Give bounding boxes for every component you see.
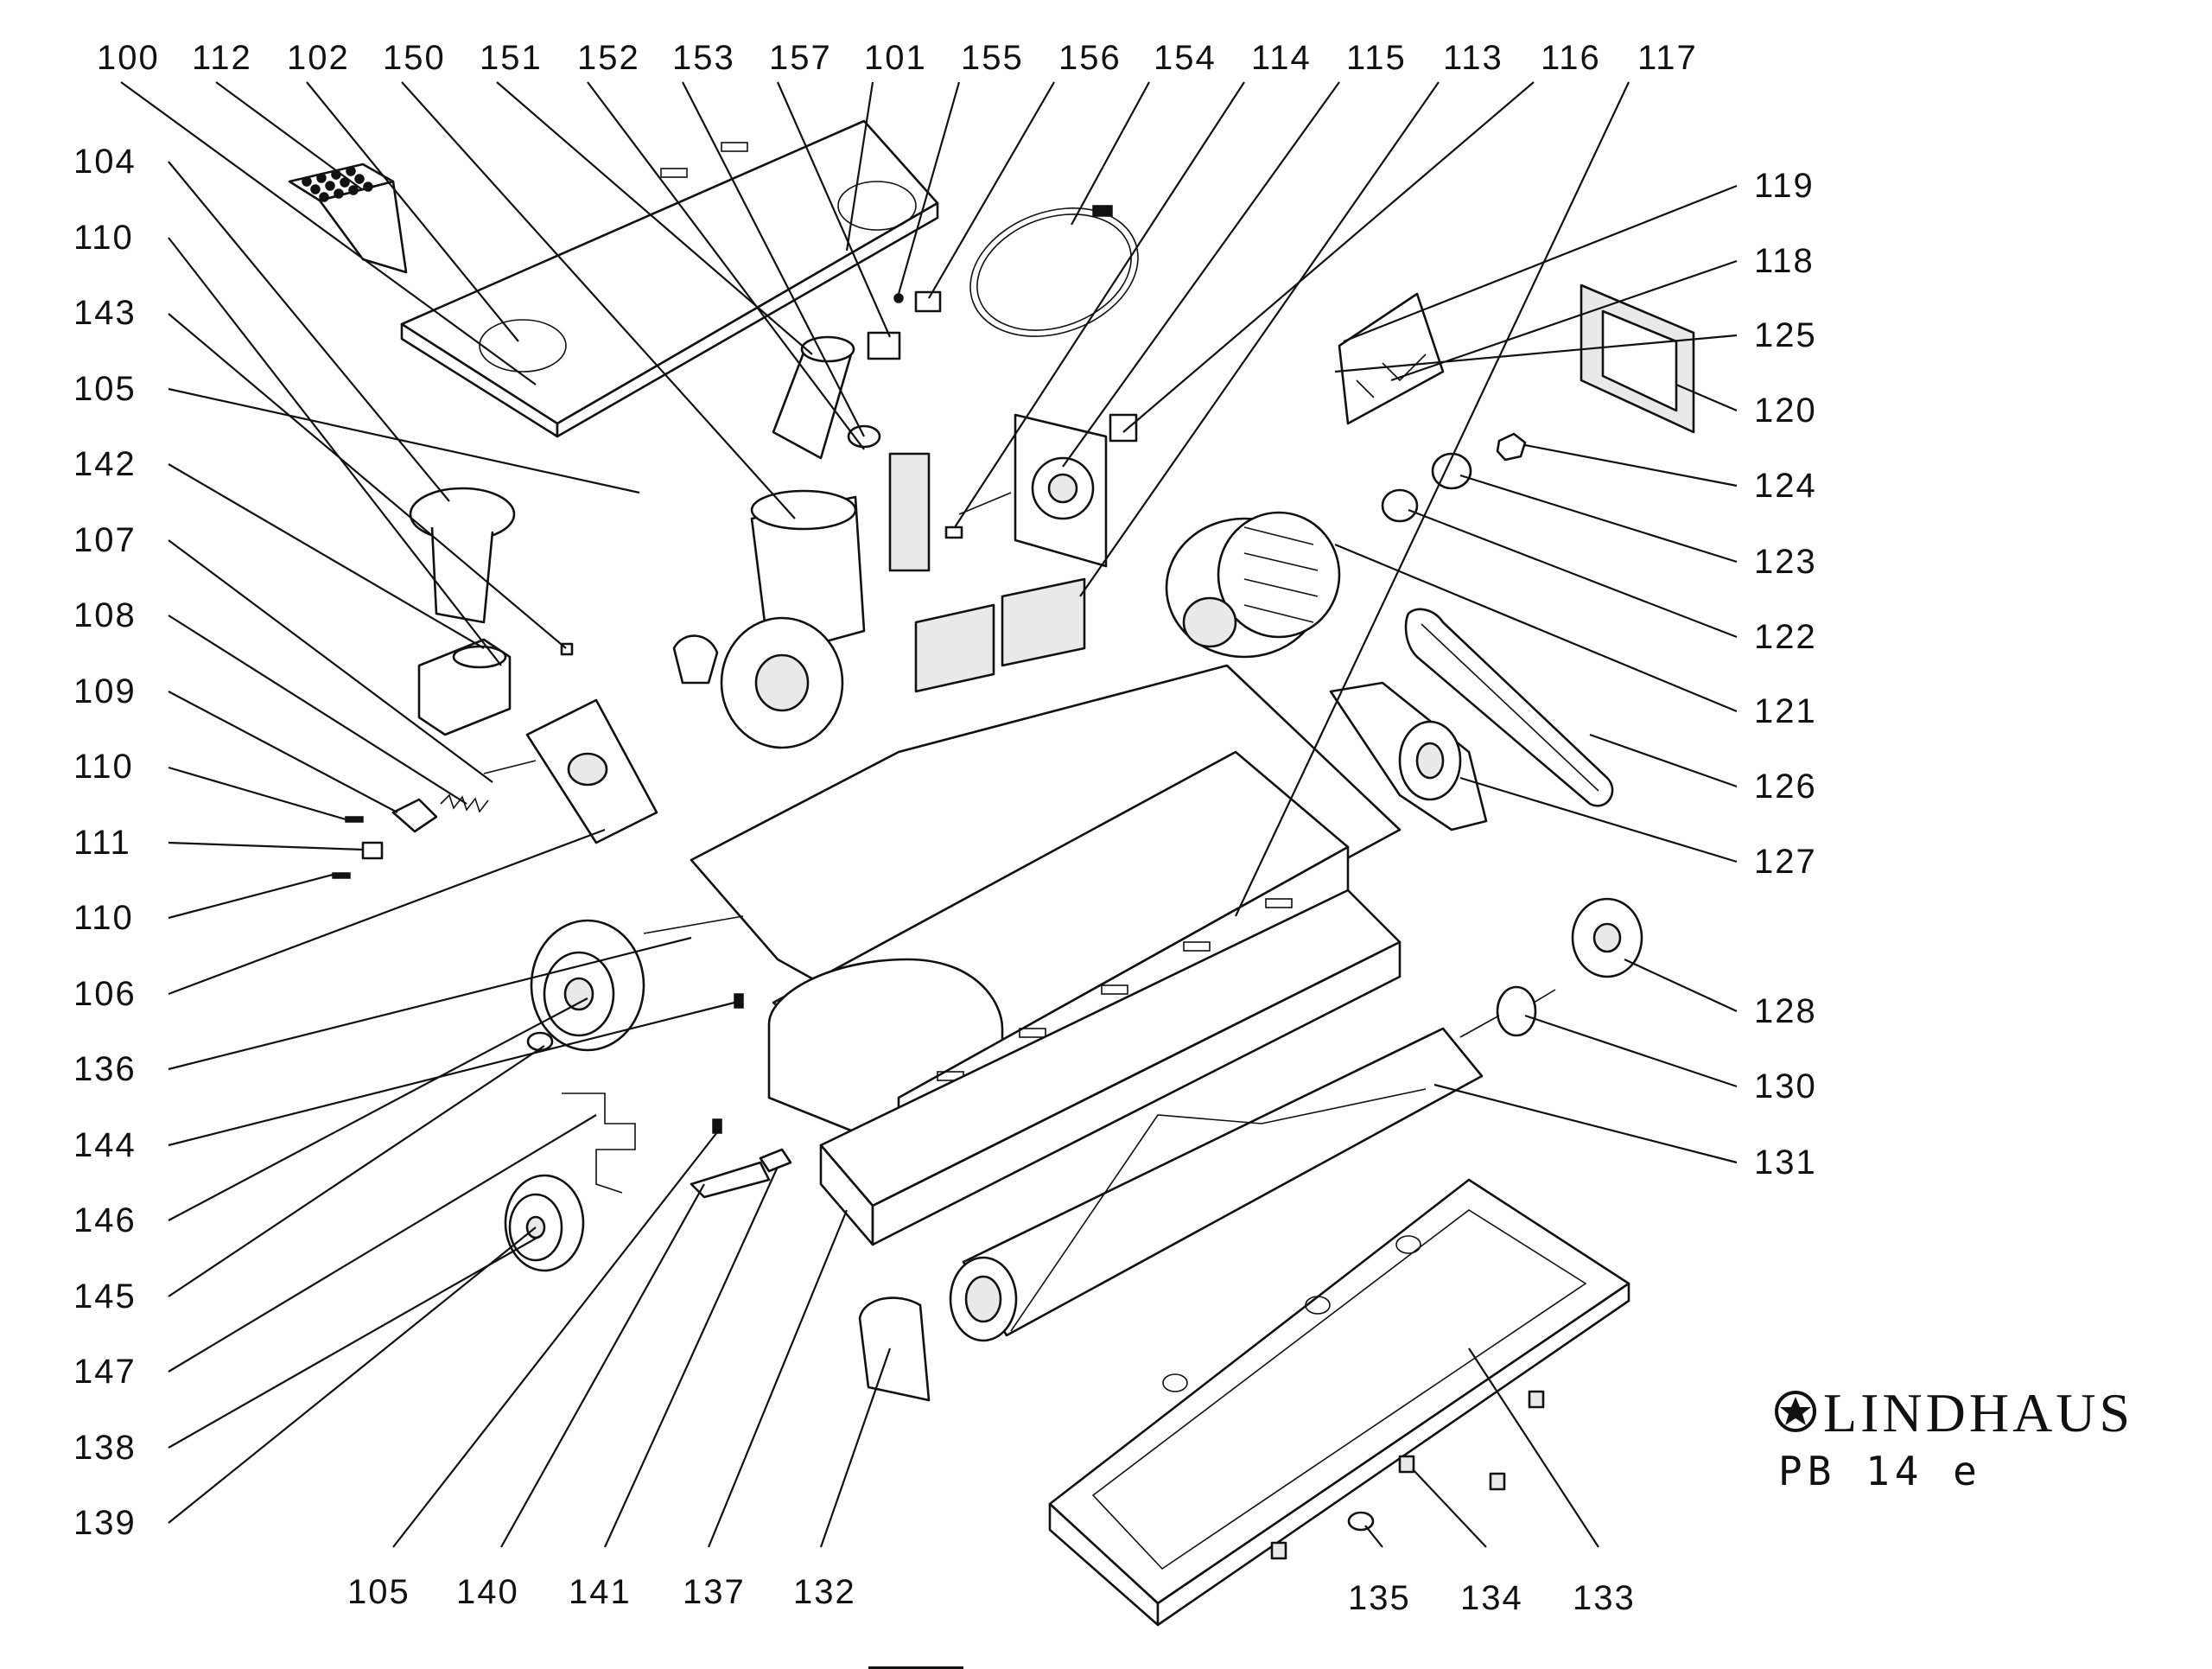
label-top-2: 102 xyxy=(287,39,350,77)
filter-parts xyxy=(914,577,1086,693)
label-left-12: 136 xyxy=(73,1050,137,1088)
motor-holder-part xyxy=(944,413,1138,568)
label-left-13: 144 xyxy=(73,1126,137,1164)
label-top-6: 153 xyxy=(672,39,735,77)
bottom-tray-part xyxy=(819,889,1402,1246)
model-name: PB 14 e xyxy=(1778,1448,1982,1494)
label-right-12: 131 xyxy=(1754,1143,1817,1182)
label-top-7: 157 xyxy=(769,39,832,77)
label-left-7: 109 xyxy=(73,672,137,710)
label-top-14: 113 xyxy=(1443,39,1503,77)
pulley-bracket-part xyxy=(1329,681,1488,831)
drive-belt-part xyxy=(1404,608,1614,807)
label-bottom-3: 137 xyxy=(683,1573,746,1611)
label-left-18: 139 xyxy=(73,1504,137,1542)
label-left-6: 108 xyxy=(73,596,137,634)
label-top-11: 154 xyxy=(1154,39,1217,77)
label-right-3: 120 xyxy=(1754,392,1817,430)
power-cord-part xyxy=(867,205,1139,360)
label-left-8: 110 xyxy=(73,748,134,786)
latch-parts xyxy=(332,793,489,879)
brush-pulley-part xyxy=(1571,897,1643,978)
label-right-1: 118 xyxy=(1754,242,1815,280)
base-plate-part xyxy=(1048,1178,1630,1627)
brand-block: LINDHAUS PB 14 e xyxy=(1775,1382,2133,1494)
label-bottom-7: 133 xyxy=(1573,1579,1636,1617)
parts-drawing xyxy=(288,119,1695,1627)
label-left-2: 143 xyxy=(73,294,137,332)
label-right-8: 126 xyxy=(1754,768,1817,806)
label-right-11: 130 xyxy=(1754,1067,1817,1105)
label-left-17: 138 xyxy=(73,1429,137,1467)
left-small-parts xyxy=(409,487,719,736)
label-bottom-5: 135 xyxy=(1348,1579,1411,1617)
label-bottom-4: 132 xyxy=(793,1573,856,1611)
part-number-labels: 100 112 102 150 151 152 153 157 101 155 … xyxy=(73,39,1817,1617)
label-left-15: 145 xyxy=(73,1277,137,1315)
label-bottom-0: 105 xyxy=(347,1573,410,1611)
gear-cover-plate-part xyxy=(483,698,658,844)
label-right-10: 128 xyxy=(1754,992,1817,1030)
label-top-16: 117 xyxy=(1637,39,1698,77)
label-left-14: 146 xyxy=(73,1201,137,1239)
label-right-0: 119 xyxy=(1754,167,1815,205)
brush-roll-part xyxy=(949,1027,1484,1342)
axle-part xyxy=(562,1092,636,1194)
scan-mark xyxy=(868,1666,963,1669)
label-right-6: 122 xyxy=(1754,618,1817,656)
label-left-4: 142 xyxy=(73,445,137,483)
brush-shaft-part xyxy=(1459,985,1556,1038)
label-top-12: 114 xyxy=(1251,39,1312,77)
label-bottom-6: 134 xyxy=(1460,1579,1523,1617)
rear-wheel-part xyxy=(526,915,744,1052)
label-left-5: 107 xyxy=(73,521,137,559)
label-top-10: 156 xyxy=(1058,39,1122,77)
label-top-3: 150 xyxy=(383,39,446,77)
label-right-5: 123 xyxy=(1754,543,1817,581)
label-top-13: 115 xyxy=(1346,39,1407,77)
label-right-7: 121 xyxy=(1754,692,1817,730)
circuit-board-part xyxy=(1338,292,1445,425)
brand-name: LINDHAUS xyxy=(1823,1382,2133,1443)
label-bottom-2: 141 xyxy=(569,1573,632,1611)
fan-frame-part xyxy=(1580,283,1695,434)
label-left-0: 104 xyxy=(73,143,137,181)
label-left-9: 111 xyxy=(73,824,131,862)
label-top-9: 155 xyxy=(961,39,1024,77)
label-top-4: 151 xyxy=(480,39,543,77)
swivel-neck-part xyxy=(720,335,931,749)
label-top-5: 152 xyxy=(577,39,640,77)
end-cap-part xyxy=(858,1296,931,1402)
leader-lines xyxy=(120,81,1738,1548)
gear-small-parts xyxy=(1381,432,1527,523)
label-left-1: 110 xyxy=(73,219,134,257)
label-top-8: 101 xyxy=(864,39,927,77)
label-left-16: 147 xyxy=(73,1353,137,1391)
label-left-10: 110 xyxy=(73,899,134,937)
label-right-2: 125 xyxy=(1754,316,1817,354)
label-top-1: 112 xyxy=(192,39,252,77)
label-left-3: 105 xyxy=(73,370,137,408)
motor-part xyxy=(1165,511,1341,659)
top-cover-part xyxy=(400,119,939,438)
screw-parts xyxy=(1270,1390,1545,1560)
label-right-9: 127 xyxy=(1754,843,1817,881)
star-in-circle-icon xyxy=(1775,1391,1816,1432)
front-wheel-part xyxy=(504,1174,585,1272)
label-right-4: 124 xyxy=(1754,467,1817,505)
label-top-0: 100 xyxy=(97,39,160,77)
label-left-11: 106 xyxy=(73,975,137,1013)
label-bottom-1: 140 xyxy=(456,1573,519,1611)
label-top-15: 116 xyxy=(1541,39,1601,77)
